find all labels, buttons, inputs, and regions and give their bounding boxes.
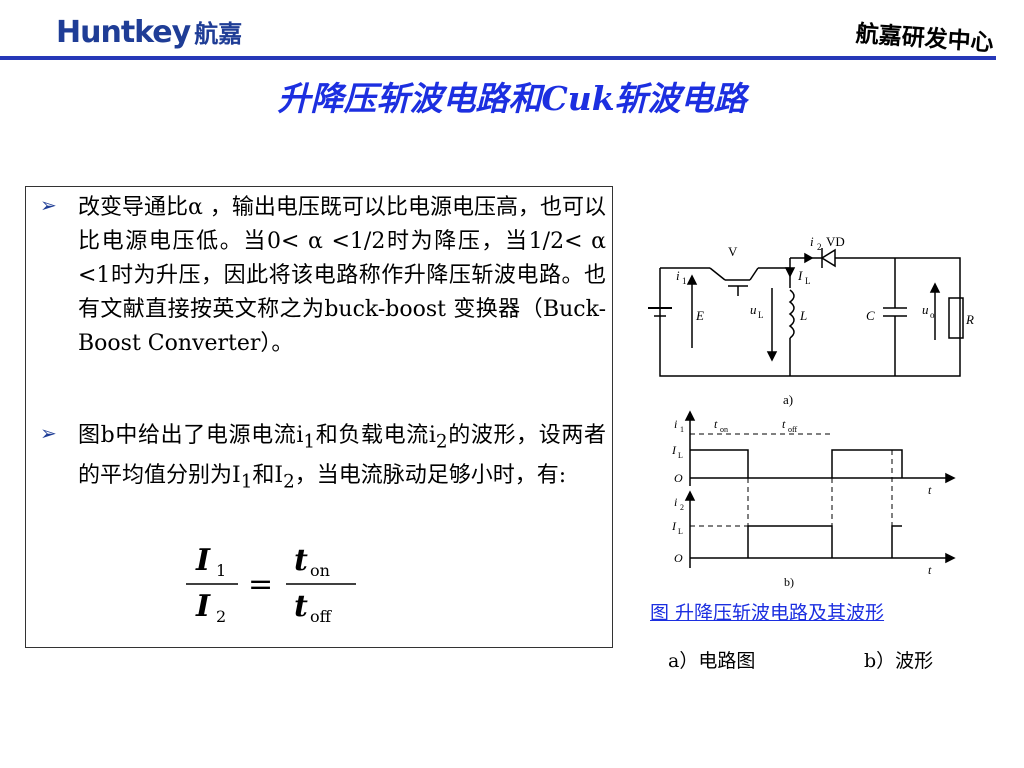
svg-text:t: t xyxy=(928,483,932,497)
header-divider xyxy=(0,56,996,60)
svg-text:on: on xyxy=(310,561,330,580)
huntkey-logo: Huntkey 航嘉 xyxy=(56,14,242,50)
formula-denominator-left: I xyxy=(195,589,211,622)
content-box: ➢ 改变导通比α ，输出电压既可以比电源电压高，也可以比电源电压低。当0< α … xyxy=(25,186,613,648)
svg-text:I: I xyxy=(671,519,677,533)
caption-b: b）波形 xyxy=(864,650,934,672)
label-VD: VD xyxy=(826,234,845,249)
svg-text:L: L xyxy=(805,276,811,286)
caption-a: a）电路图 xyxy=(668,650,756,672)
svg-text:O: O xyxy=(674,471,683,485)
svg-text:i: i xyxy=(676,268,680,283)
svg-text:2: 2 xyxy=(680,503,684,512)
ratio-formula: I 1 I 2 = t on t off xyxy=(186,543,356,622)
waveform-diagram xyxy=(684,410,956,568)
label-L: L xyxy=(799,308,807,323)
svg-text:t: t xyxy=(928,563,932,577)
bullet-2-text: 图b中给出了电源电流i1和负载电流i2的波形，设两者的平均值分别为I1和I2，当… xyxy=(78,423,606,493)
figure-caption-link[interactable]: 图 升降压斩波电路及其波形 xyxy=(650,602,885,624)
svg-text:o: o xyxy=(930,310,935,320)
bullet-1: ➢ 改变导通比α ，输出电压既可以比电源电压高，也可以比电源电压低。当0< α … xyxy=(36,191,606,361)
svg-text:L: L xyxy=(678,527,683,536)
svg-text:1: 1 xyxy=(216,561,226,580)
formula-equals: = xyxy=(248,567,273,602)
rd-center-name: 航嘉研发中心 xyxy=(854,20,995,57)
label-a: a) xyxy=(783,392,793,407)
formula-numerator-right: t xyxy=(294,543,308,578)
svg-text:i: i xyxy=(674,417,677,431)
svg-text:u: u xyxy=(750,302,757,317)
svg-text:t: t xyxy=(782,417,786,431)
svg-text:2: 2 xyxy=(216,607,226,622)
label-V: V xyxy=(728,244,738,259)
svg-text:off: off xyxy=(788,425,798,434)
svg-text:1: 1 xyxy=(680,425,684,434)
logo-english: Huntkey xyxy=(56,15,191,50)
formula-denominator-right: t xyxy=(294,589,308,622)
arrow-bullet-icon: ➢ xyxy=(40,421,57,445)
svg-text:i: i xyxy=(810,234,814,249)
arrow-bullet-icon: ➢ xyxy=(40,193,57,217)
svg-text:i: i xyxy=(674,495,677,509)
circuit-diagram xyxy=(648,248,964,377)
label-R: R xyxy=(965,312,974,327)
svg-text:1: 1 xyxy=(682,276,687,286)
svg-text:u: u xyxy=(922,302,929,317)
svg-text:L: L xyxy=(758,310,764,320)
svg-text:t: t xyxy=(714,417,718,431)
label-b: b) xyxy=(784,575,794,589)
formula-numerator-left: I xyxy=(195,543,211,578)
svg-text:O: O xyxy=(674,551,683,565)
svg-text:2: 2 xyxy=(817,242,822,252)
svg-text:on: on xyxy=(720,425,728,434)
svg-text:I: I xyxy=(797,268,803,283)
svg-text:off: off xyxy=(310,607,333,622)
label-E: E xyxy=(695,308,704,323)
bullet-1-text: 改变导通比α ，输出电压既可以比电源电压高，也可以比电源电压低。当0< α <1… xyxy=(78,195,606,356)
svg-text:I: I xyxy=(671,443,677,457)
svg-text:L: L xyxy=(678,451,683,460)
bullet-2: ➢ 图b中给出了电源电流i1和负载电流i2的波形，设两者的平均值分别为I1和I2… xyxy=(36,419,606,500)
logo-chinese: 航嘉 xyxy=(194,20,243,48)
slide-title: 升降压斩波电路和Cuk斩波电路 xyxy=(277,79,747,118)
label-C: C xyxy=(866,308,875,323)
